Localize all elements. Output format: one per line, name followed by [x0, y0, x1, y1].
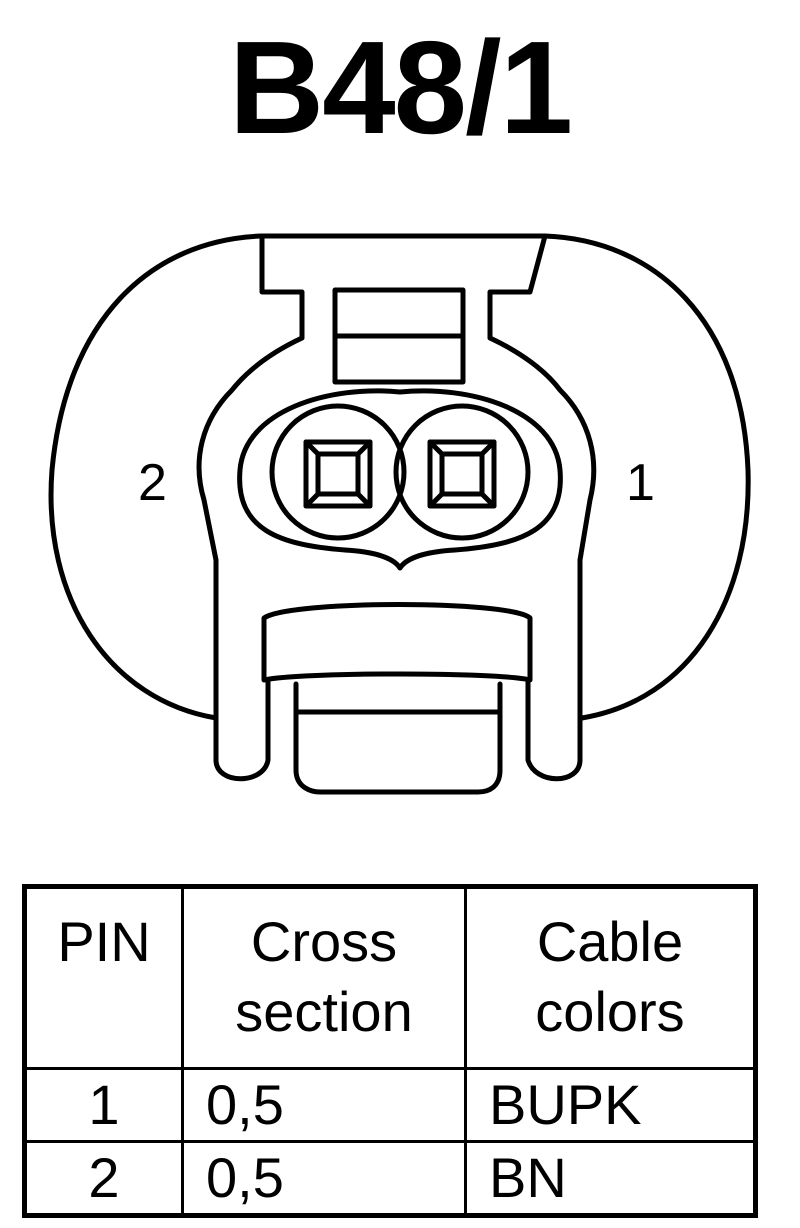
lower-latch — [293, 681, 503, 795]
pin-label-1: 1 — [626, 454, 655, 512]
cell-pin: 2 — [23, 1140, 184, 1217]
component-title: B48/1 — [228, 14, 573, 161]
cell-cable-color: BN — [464, 1140, 757, 1217]
cavity-outline — [237, 388, 563, 571]
header-cable-colors: Cable colors — [464, 885, 757, 1070]
pin-cavity-2 — [269, 403, 407, 541]
cell-cable-color: BUPK — [464, 1067, 757, 1143]
latch-tab — [259, 233, 597, 782]
pin-cavity-1 — [393, 403, 531, 541]
header-pin: PIN — [23, 885, 184, 1070]
pin-assignment-table: PIN Cross section Cable colors 1 0,5 BUP… — [22, 884, 758, 1218]
table-row: 2 0,5 BN — [23, 1140, 757, 1217]
connector-diagram: 2 1 — [48, 233, 751, 795]
cell-cross-section: 0,5 — [181, 1067, 467, 1143]
cell-cross-section: 0,5 — [181, 1140, 467, 1217]
housing-outline — [48, 233, 265, 721]
header-cross-section: Cross section — [181, 885, 467, 1070]
pin-label-2: 2 — [138, 454, 167, 512]
housing-outline-right — [542, 233, 751, 721]
table-header-row: PIN Cross section Cable colors — [23, 885, 757, 1070]
lower-plate — [261, 602, 533, 683]
table-row: 1 0,5 BUPK — [23, 1067, 757, 1143]
cell-pin: 1 — [23, 1067, 184, 1143]
